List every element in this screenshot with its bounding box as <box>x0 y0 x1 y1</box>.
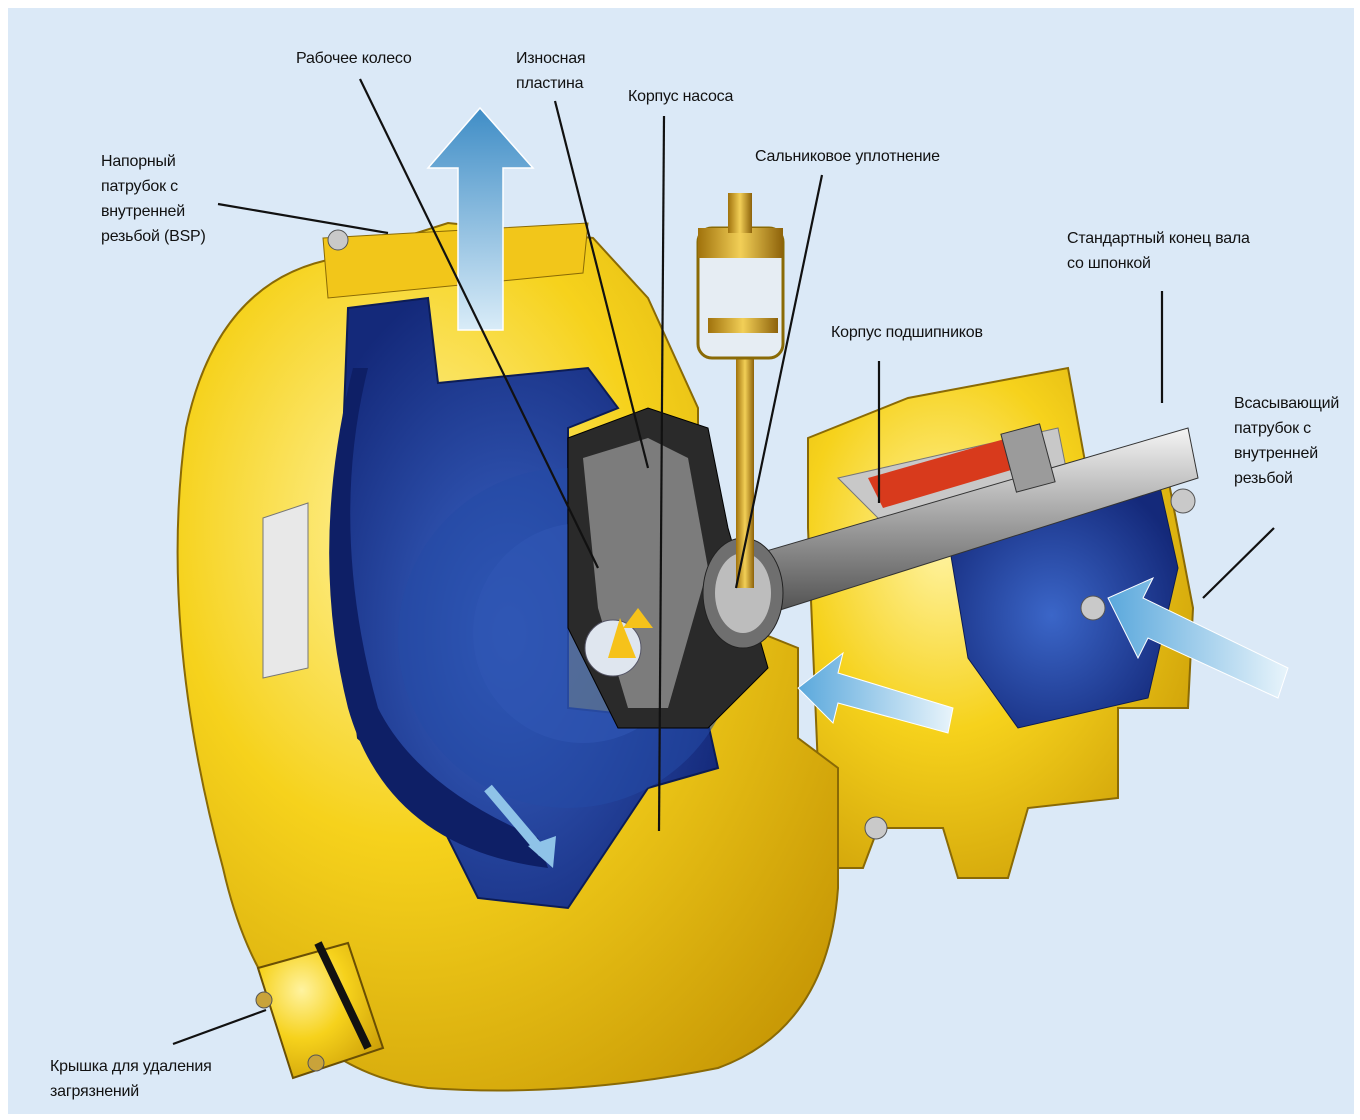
label-wear-plate: Износная пластина <box>516 46 585 96</box>
nameplate <box>263 503 308 678</box>
label-impeller: Рабочее колесо <box>296 46 412 71</box>
label-pump-body: Корпус насоса <box>628 84 733 109</box>
diagram-panel: Рабочее колесо Износная пластина Корпус … <box>8 8 1354 1114</box>
label-cleanout-cover: Крышка для удаления загрязнений <box>50 1054 212 1104</box>
label-gland-seal: Сальниковое уплотнение <box>755 144 940 169</box>
label-shaft-end: Стандартный конец вала со шпонкой <box>1067 226 1250 276</box>
label-discharge: Напорный патрубок с внутренней резьбой (… <box>101 149 206 249</box>
label-suction: Всасывающий патрубок с внутренней резьбо… <box>1234 391 1339 491</box>
pump-cutaway-illustration <box>8 8 1354 1114</box>
label-bearing-housing: Корпус подшипников <box>831 320 983 345</box>
